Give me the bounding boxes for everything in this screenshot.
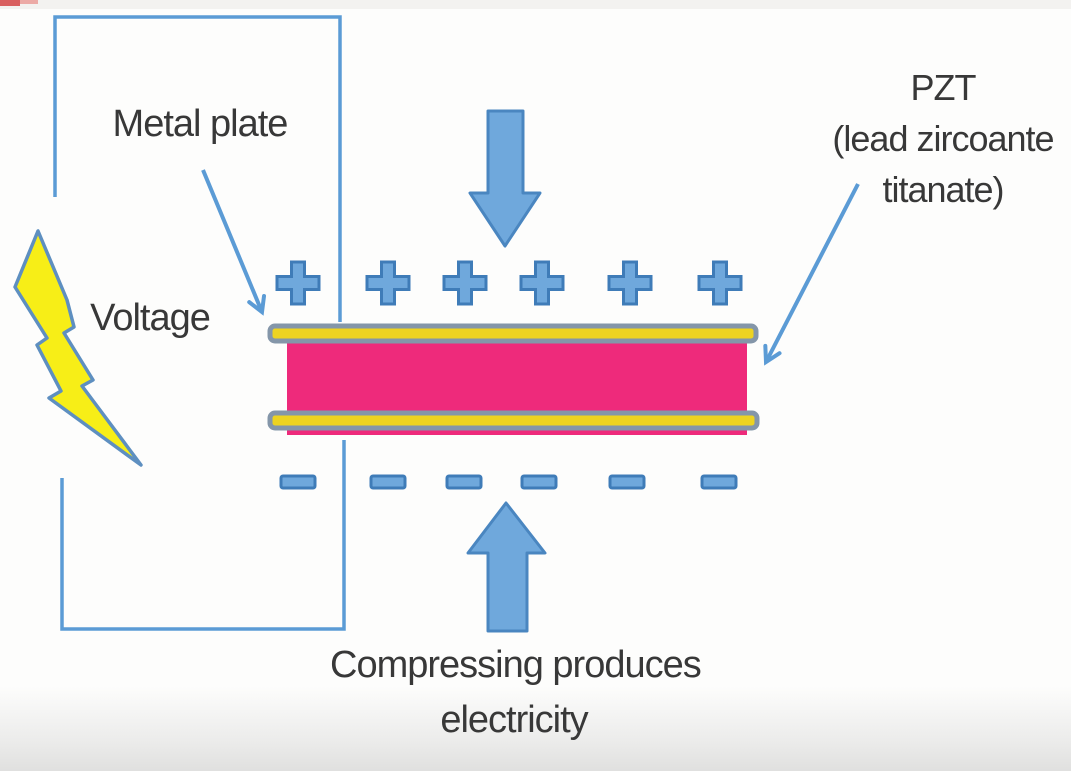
- plus-charge-icon: [442, 260, 488, 306]
- minus-charge-icon: [520, 474, 558, 490]
- metal-plate-pointer-arrow: [201, 169, 267, 316]
- minus-charge-icon: [608, 474, 646, 490]
- pzt-pointer-arrow: [763, 183, 860, 366]
- minus-charge-icon: [700, 474, 738, 490]
- minus-charge-icon: [369, 474, 407, 490]
- pzt-label-line1: PZT: [910, 67, 977, 108]
- top-artifact-red-fade: [20, 0, 38, 4]
- metal-plate-bottom: [267, 410, 760, 431]
- plus-charges-row: [275, 260, 743, 306]
- voltage-label: Voltage: [90, 297, 211, 339]
- top-artifact-band: [0, 0, 1071, 9]
- pzt-label-line3: titanate): [882, 169, 1004, 211]
- compression-caption-line2: electricity: [440, 699, 588, 742]
- plus-charge-icon: [697, 260, 743, 306]
- circuit-wire-top-loop: [53, 15, 342, 322]
- plus-charge-icon: [275, 260, 321, 306]
- compression-caption: Compressing produces electricity: [330, 638, 702, 748]
- down-arrow-icon: [468, 109, 542, 248]
- circuit-wire-bottom-loop: [60, 440, 346, 631]
- plus-charge-icon: [519, 260, 565, 306]
- metal-plate-top: [267, 323, 759, 344]
- voltage-bolt-icon: [13, 229, 143, 467]
- pzt-label: PZT (lead zircoante titanate): [818, 62, 1068, 215]
- metal-plate-label: Metal plate: [112, 103, 289, 145]
- minus-charge-icon: [445, 474, 483, 490]
- top-artifact-red: [0, 0, 20, 6]
- up-arrow-icon: [466, 501, 547, 633]
- minus-charge-icon: [279, 474, 317, 490]
- plus-charge-icon: [365, 260, 411, 306]
- plus-charge-icon: [607, 260, 653, 306]
- pzt-label-line2: (lead zircoante: [832, 118, 1054, 160]
- minus-charges-row: [279, 474, 738, 490]
- compression-caption-line1: Compressing produces: [330, 644, 702, 686]
